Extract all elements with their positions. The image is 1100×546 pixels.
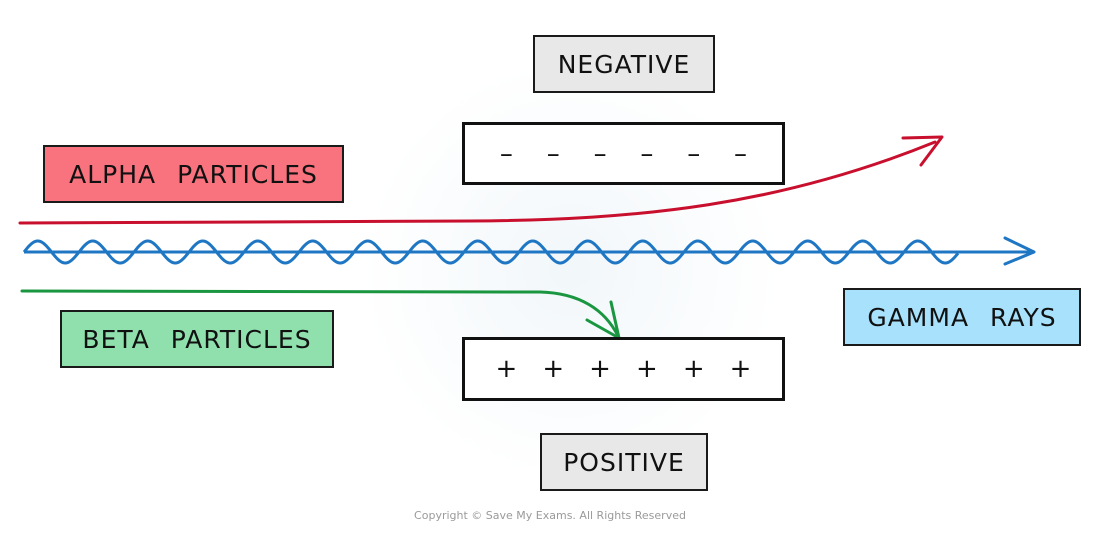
positive-charge: + bbox=[635, 354, 658, 384]
positive-charge: + bbox=[589, 354, 611, 384]
alpha-particles-label: ALPHA PARTICLES bbox=[43, 145, 344, 203]
negative-charge: – bbox=[734, 138, 748, 169]
negative-charge: – bbox=[499, 138, 513, 169]
positive-label-text: POSITIVE bbox=[563, 447, 685, 477]
negative-charge: – bbox=[546, 138, 560, 169]
positive-charge: + bbox=[542, 354, 565, 384]
positive-charge: + bbox=[495, 354, 518, 384]
negative-label-text: NEGATIVE bbox=[557, 49, 691, 79]
negative-charge: – bbox=[640, 138, 654, 169]
gamma-rays-label: GAMMA RAYS bbox=[843, 288, 1081, 346]
gamma-wave bbox=[22, 239, 960, 265]
beta-particles-label: BETA PARTICLES bbox=[60, 310, 334, 368]
negative-label: NEGATIVE bbox=[533, 35, 715, 93]
alpha-particles-label-text: ALPHA PARTICLES bbox=[69, 159, 318, 189]
positive-charge: + bbox=[682, 354, 705, 384]
beta-particles-label-text: BETA PARTICLES bbox=[82, 324, 312, 354]
negative-charge: – bbox=[593, 138, 607, 169]
negative-charge: – bbox=[687, 138, 701, 169]
positive-plate: + + + + + + bbox=[462, 337, 785, 401]
alpha-arrowhead bbox=[901, 135, 944, 167]
copyright-notice: Copyright © Save My Exams. All Rights Re… bbox=[414, 509, 686, 522]
alpha-path bbox=[18, 140, 937, 225]
gamma-rays-label-text: GAMMA RAYS bbox=[867, 302, 1057, 332]
beta-path bbox=[20, 289, 620, 338]
positive-charge: + bbox=[729, 354, 752, 384]
negative-plate: – – – – – – bbox=[462, 122, 785, 185]
positive-label: POSITIVE bbox=[540, 433, 708, 491]
gamma-arrowhead bbox=[1003, 236, 1036, 266]
